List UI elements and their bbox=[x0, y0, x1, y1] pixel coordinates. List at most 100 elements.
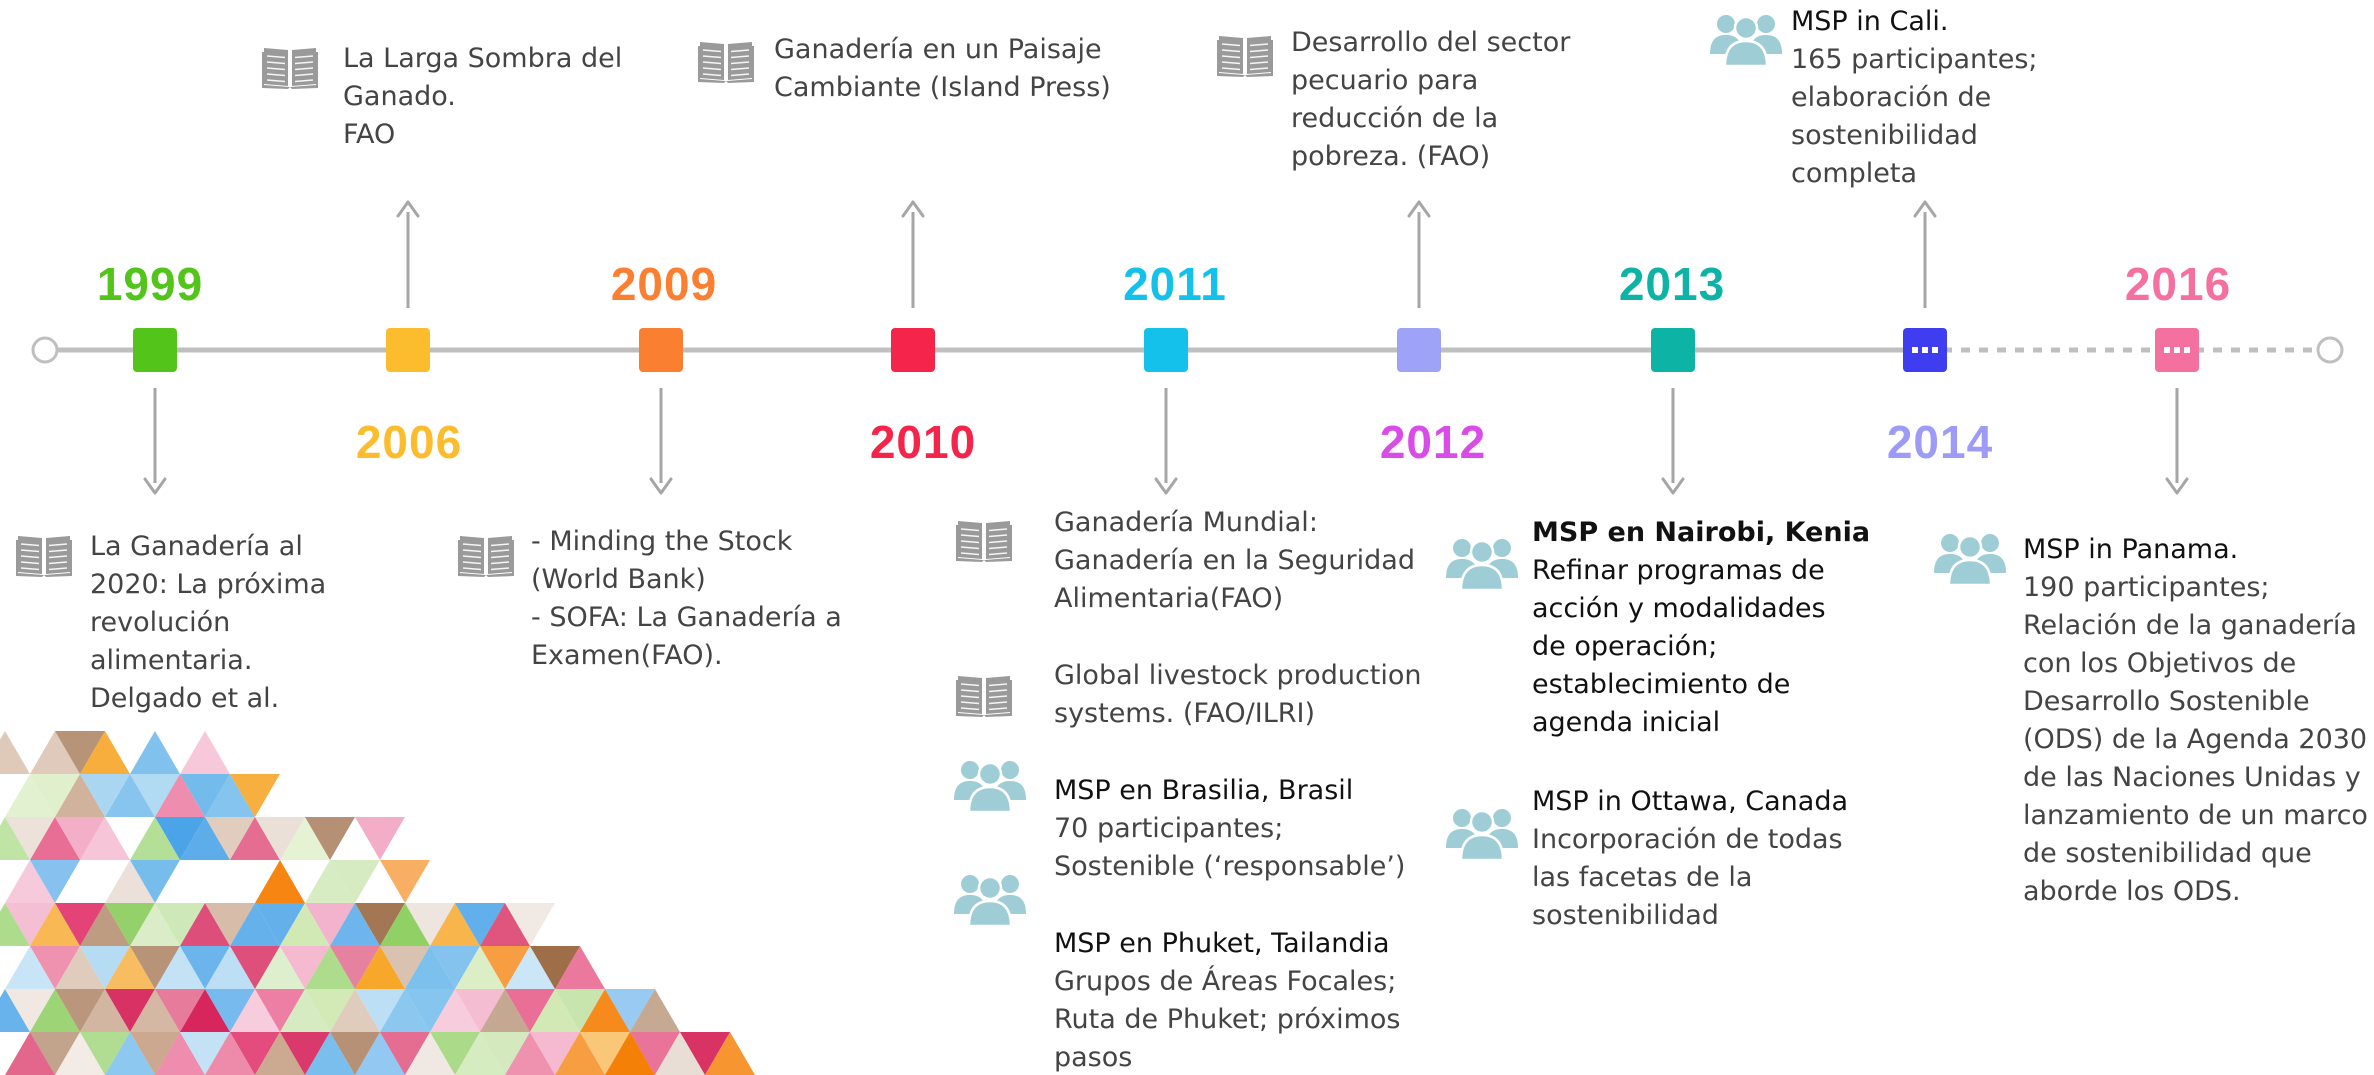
mosaic-triangle bbox=[330, 860, 380, 903]
mosaic-triangle bbox=[355, 946, 405, 989]
mosaic-triangle bbox=[480, 989, 530, 1032]
mosaic-triangle bbox=[530, 1032, 580, 1075]
entry-2011-ganaderia-mundial: Ganadería Mundial: Ganadería en la Segur… bbox=[1054, 504, 1415, 618]
mosaic-triangle bbox=[55, 946, 105, 989]
mosaic-triangle bbox=[380, 903, 430, 946]
entry-line: agenda inicial bbox=[1532, 707, 1721, 738]
entry-msp-ottawa: MSP in Ottawa, Canada Incorporación de t… bbox=[1532, 783, 1848, 935]
mosaic-triangle bbox=[155, 903, 205, 946]
mosaic-triangle bbox=[530, 989, 580, 1032]
entry-line: Refinar programas de bbox=[1532, 555, 1825, 586]
mosaic-triangle bbox=[280, 1032, 330, 1075]
mosaic-triangle bbox=[580, 1032, 630, 1075]
entry-title: MSP en Nairobi, Kenia bbox=[1532, 517, 1871, 548]
entry-line: La Larga Sombra del bbox=[343, 43, 623, 74]
entry-line: Alimentaria(FAO) bbox=[1054, 583, 1284, 614]
mosaic-triangle bbox=[255, 1032, 305, 1075]
arrow-head bbox=[1913, 200, 1937, 218]
mosaic-triangle bbox=[555, 946, 605, 989]
book-icon bbox=[696, 36, 756, 84]
entry-line: 2020: La próxima bbox=[90, 569, 327, 600]
mosaic-triangle bbox=[330, 903, 380, 946]
mosaic-triangle bbox=[405, 989, 455, 1032]
axis-start-circle bbox=[31, 336, 59, 364]
book-icon bbox=[14, 530, 74, 578]
mosaic-triangle bbox=[380, 1032, 430, 1075]
mosaic-triangle bbox=[255, 903, 305, 946]
mosaic-triangle bbox=[505, 946, 555, 989]
mosaic-triangle bbox=[205, 817, 255, 860]
entry-1999: La Ganadería al 2020: La próxima revoluc… bbox=[90, 528, 326, 718]
mosaic-triangle bbox=[30, 860, 80, 903]
people-icon bbox=[950, 752, 1030, 814]
book-icon bbox=[456, 530, 516, 578]
book-icon bbox=[1215, 30, 1275, 78]
entry-line: systems. (FAO/ILRI) bbox=[1054, 698, 1316, 729]
mosaic-triangle bbox=[405, 946, 455, 989]
entry-2011-global-livestock: Global livestock production systems. (FA… bbox=[1054, 657, 1422, 733]
people-icon bbox=[1930, 525, 2010, 587]
mosaic-triangle bbox=[205, 989, 255, 1032]
mosaic-triangle bbox=[30, 1032, 80, 1075]
mosaic-triangle bbox=[105, 903, 155, 946]
entry-2006: La Larga Sombra del Ganado. FAO bbox=[343, 40, 622, 154]
mosaic-triangle bbox=[180, 989, 230, 1032]
mosaic-triangle bbox=[30, 989, 80, 1032]
timeline-marker bbox=[1397, 328, 1441, 372]
mosaic-triangle bbox=[455, 1032, 505, 1075]
mosaic-triangle bbox=[180, 903, 230, 946]
mosaic-triangle bbox=[80, 989, 130, 1032]
book-icon bbox=[954, 670, 1014, 718]
year-label-2014: 2014 bbox=[1886, 416, 1994, 468]
book-icon bbox=[954, 515, 1014, 563]
entry-line: FAO bbox=[343, 119, 396, 150]
mosaic-triangle bbox=[480, 1032, 530, 1075]
mosaic-triangle bbox=[230, 903, 280, 946]
mosaic-triangle bbox=[530, 946, 580, 989]
entry-line: (World Bank) bbox=[531, 564, 706, 595]
arrow-head bbox=[2165, 477, 2189, 495]
marker-dot bbox=[2184, 347, 2190, 353]
mosaic-triangle bbox=[355, 903, 405, 946]
mosaic-triangle bbox=[180, 1032, 230, 1075]
book-icon bbox=[456, 530, 516, 578]
entry-line: Ganadería Mundial: bbox=[1054, 507, 1318, 538]
entry-line: Incorporación de todas bbox=[1532, 824, 1843, 855]
entry-line: Relación de la ganadería bbox=[2023, 610, 2357, 641]
year-label-2006: 2006 bbox=[355, 416, 463, 468]
mosaic-triangle bbox=[255, 989, 305, 1032]
entry-line: pecuario para bbox=[1291, 65, 1479, 96]
mosaic-triangle bbox=[580, 989, 630, 1032]
mosaic-triangle bbox=[105, 989, 155, 1032]
entry-2010: Ganadería en un Paisaje Cambiante (Islan… bbox=[774, 31, 1111, 107]
entry-title: MSP in Panama. bbox=[2023, 534, 2239, 565]
mosaic-triangle bbox=[205, 774, 255, 817]
people-icon bbox=[950, 866, 1030, 928]
mosaic-triangle bbox=[130, 989, 180, 1032]
mosaic-triangle bbox=[105, 946, 155, 989]
mosaic-triangle bbox=[130, 860, 180, 903]
mosaic-triangle bbox=[155, 989, 205, 1032]
year-label-2012: 2012 bbox=[1379, 416, 1487, 468]
entry-msp-phuket: MSP en Phuket, Tailandia Grupos de Áreas… bbox=[1054, 925, 1400, 1075]
arrow-head bbox=[1407, 200, 1431, 218]
mosaic-triangle bbox=[180, 946, 230, 989]
mosaic-triangle bbox=[80, 1032, 130, 1075]
mosaic-triangle bbox=[430, 946, 480, 989]
mosaic-triangle bbox=[480, 946, 530, 989]
arrow-head bbox=[901, 200, 925, 218]
mosaic-triangle bbox=[105, 774, 155, 817]
book-icon bbox=[696, 36, 756, 84]
mosaic-triangle bbox=[505, 1032, 555, 1075]
entry-title: MSP en Brasilia, Brasil bbox=[1054, 775, 1354, 806]
entry-line: aborde los ODS. bbox=[2023, 876, 2241, 907]
mosaic-triangle bbox=[130, 1032, 180, 1075]
mosaic-triangle bbox=[680, 1032, 730, 1075]
year-label-2009: 2009 bbox=[610, 258, 718, 310]
mosaic-triangle bbox=[205, 903, 255, 946]
mosaic-triangle bbox=[55, 1032, 105, 1075]
people-icon bbox=[1442, 530, 1522, 592]
mosaic-triangle bbox=[230, 817, 280, 860]
year-label-1999: 1999 bbox=[96, 258, 204, 310]
decorative-triangle-mosaic bbox=[0, 731, 755, 1075]
